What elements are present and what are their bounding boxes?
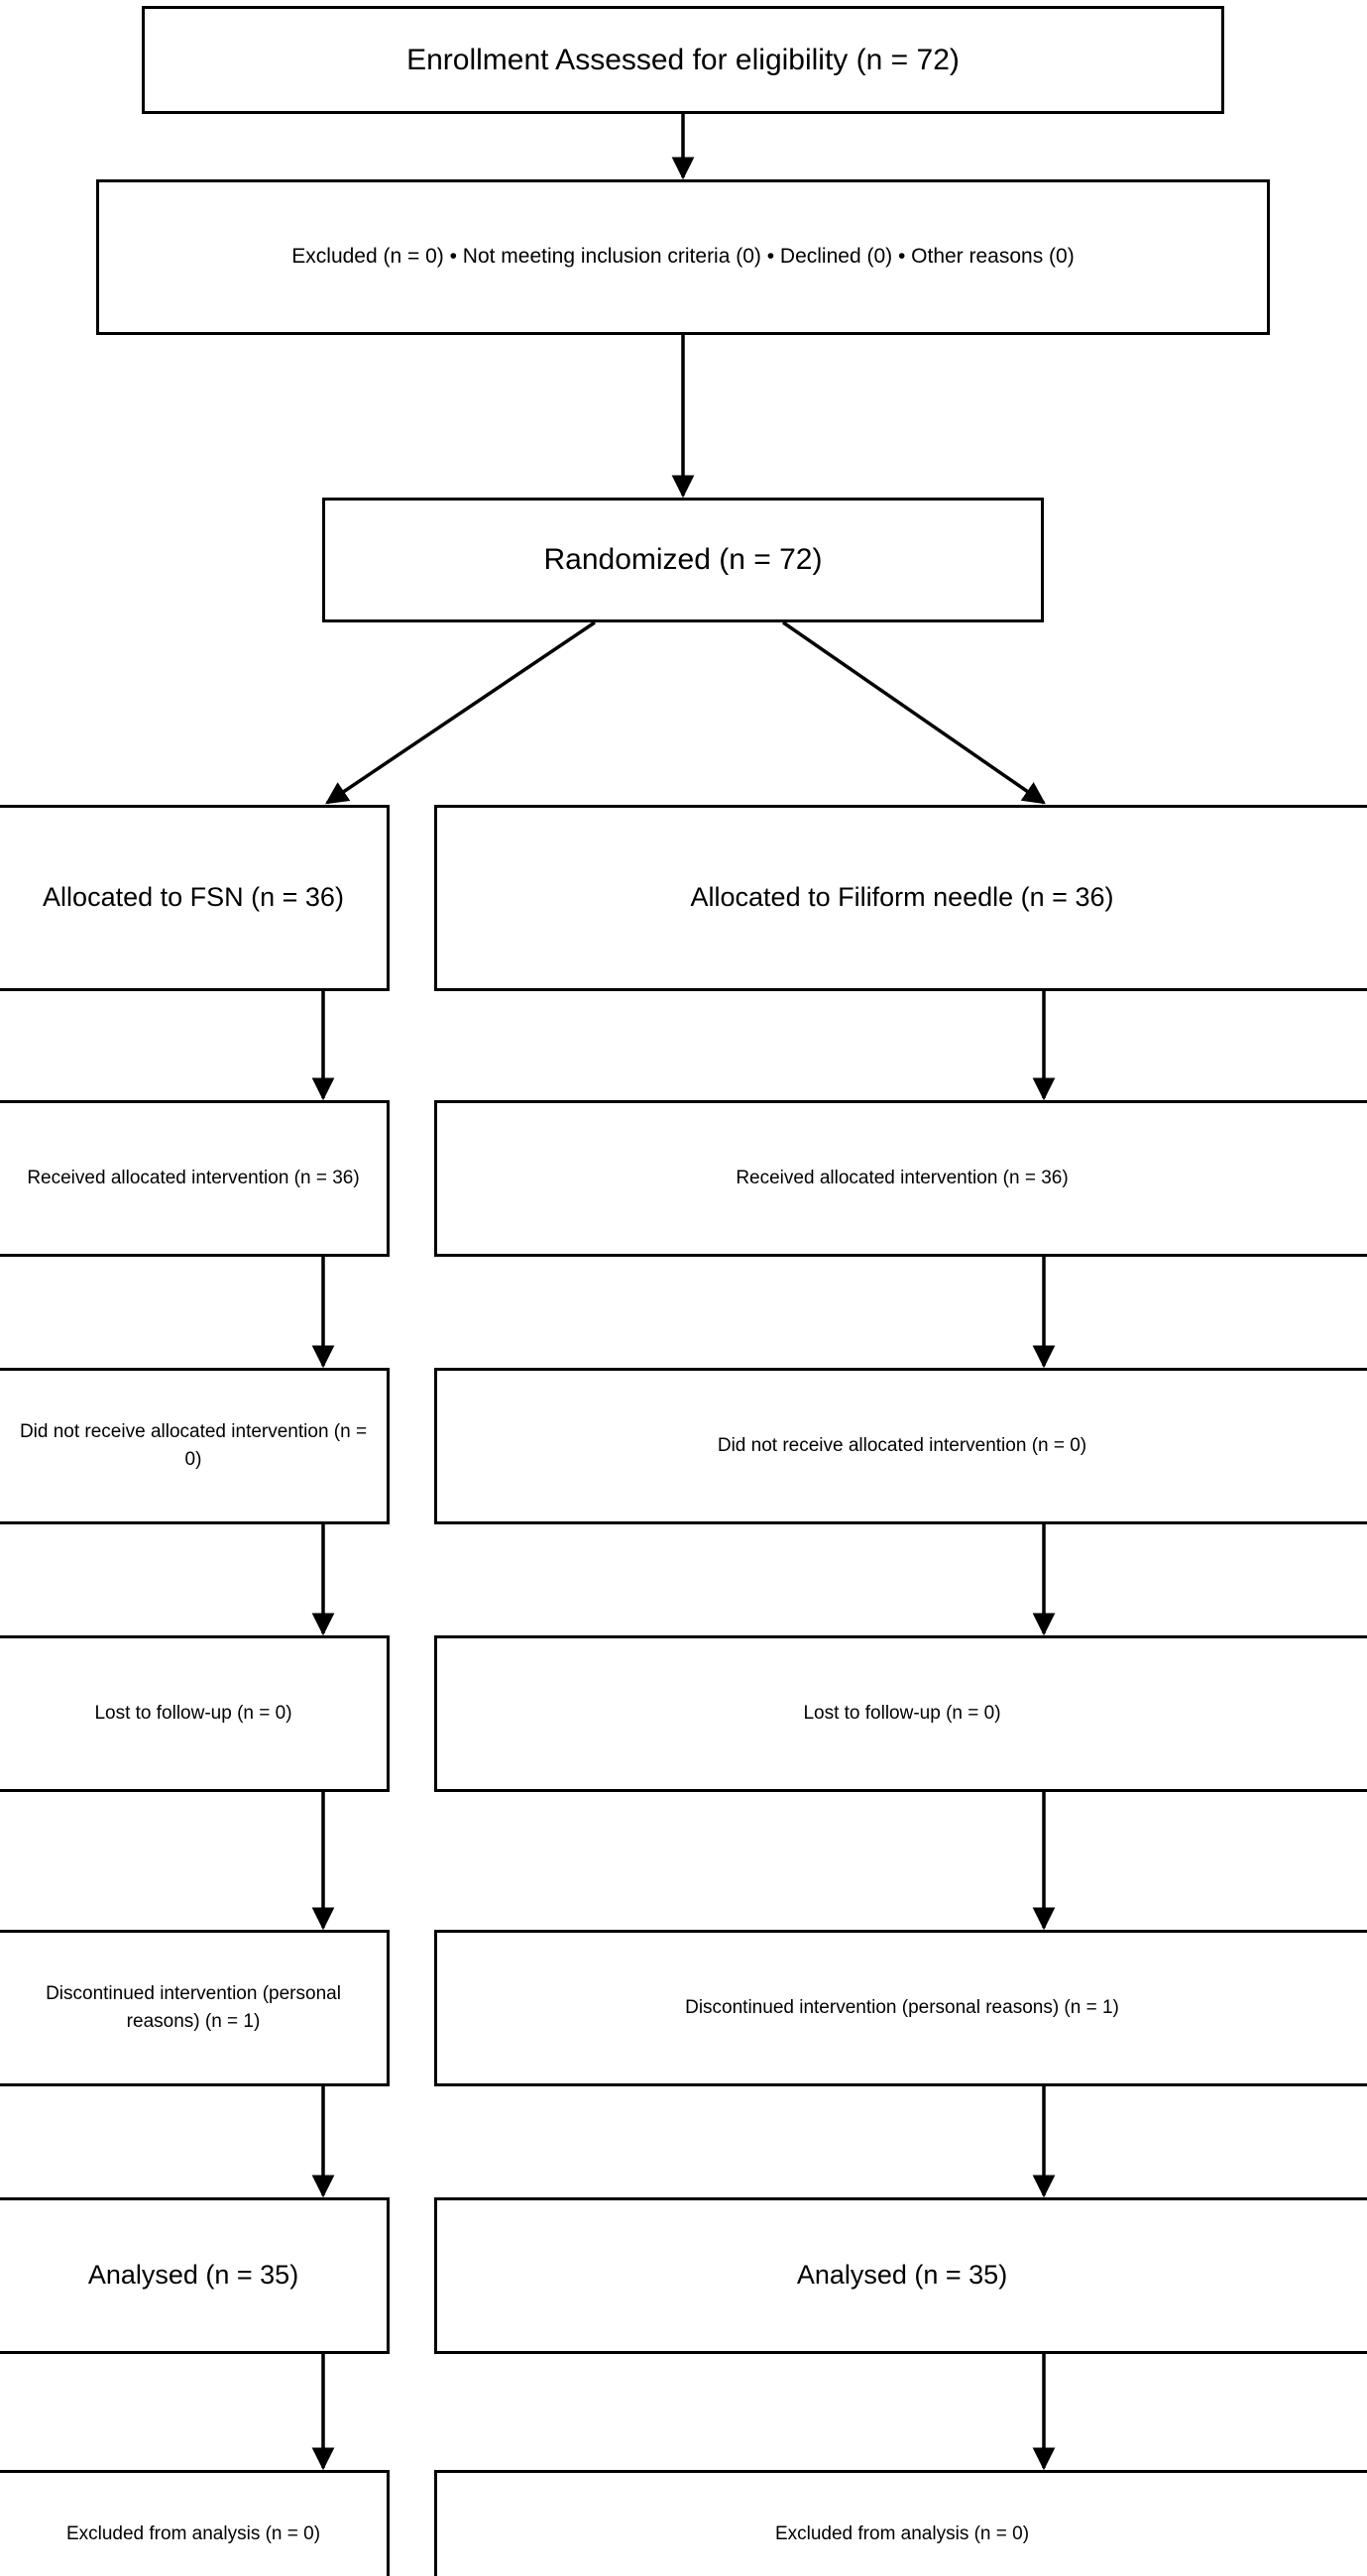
node-not-received-intervention-left[interactable]: Did not receive allocated intervention (…: [0, 1368, 390, 1524]
node-allocated-filiform-needle[interactable]: Allocated to Filiform needle (n = 36): [434, 805, 1367, 991]
node-discontinued-intervention-right[interactable]: Discontinued intervention (personal reas…: [434, 1930, 1367, 2086]
node-analysed-left[interactable]: Analysed (n = 35): [0, 2197, 390, 2354]
node-not-received-intervention-right-label: Did not receive allocated intervention (…: [717, 1435, 1087, 1457]
node-received-intervention-right-label: Received allocated intervention (n = 36): [736, 1168, 1069, 1189]
node-lost-followup-right[interactable]: Lost to follow-up (n = 0): [434, 1635, 1367, 1792]
node-received-intervention-right[interactable]: Received allocated intervention (n = 36): [434, 1100, 1367, 1257]
connector-randomized-alloc-left: [325, 620, 596, 805]
node-randomized[interactable]: Randomized (n = 72): [322, 498, 1044, 622]
node-randomized-label: Randomized (n = 72): [543, 543, 823, 577]
node-allocated-filiform-needle-label: Allocated to Filiform needle (n = 36): [690, 882, 1114, 913]
node-excluded[interactable]: Excluded (n = 0) • Not meeting inclusion…: [96, 179, 1270, 335]
connector-randomized-alloc-right: [782, 620, 1046, 805]
node-discontinued-intervention-left[interactable]: Discontinued intervention (personal reas…: [0, 1930, 390, 2086]
node-not-received-intervention-left-label: Did not receive allocated intervention (…: [19, 1421, 368, 1470]
node-lost-followup-right-label: Lost to follow-up (n = 0): [803, 1703, 1001, 1725]
node-discontinued-intervention-left-label: Discontinued intervention (personal reas…: [46, 1983, 341, 2032]
node-excluded-from-analysis-right-label: Excluded from analysis (n = 0): [774, 2523, 1030, 2545]
node-enrollment-label: Enrollment Assessed for eligibility (n =…: [406, 43, 960, 76]
node-received-intervention-left-label: Received allocated intervention (n = 36): [27, 1168, 360, 1189]
node-analysed-left-label: Analysed (n = 35): [87, 2260, 299, 2291]
node-lost-followup-left[interactable]: Lost to follow-up (n = 0): [0, 1635, 390, 1792]
node-allocated-fsn-label: Allocated to FSN (n = 36): [43, 882, 344, 913]
node-excluded-from-analysis-left-label: Excluded from analysis (n = 0): [65, 2523, 321, 2545]
node-lost-followup-left-label: Lost to follow-up (n = 0): [94, 1703, 292, 1725]
node-allocated-fsn[interactable]: Allocated to FSN (n = 36): [0, 805, 390, 991]
node-excluded-label: Excluded (n = 0) • Not meeting inclusion…: [291, 245, 1075, 269]
node-excluded-from-analysis-left[interactable]: Excluded from analysis (n = 0): [0, 2470, 390, 2576]
node-discontinued-intervention-right-label: Discontinued intervention (personal reas…: [685, 1997, 1119, 2019]
node-analysed-right[interactable]: Analysed (n = 35): [434, 2197, 1367, 2354]
node-excluded-from-analysis-right[interactable]: Excluded from analysis (n = 0): [434, 2470, 1367, 2576]
node-enrollment[interactable]: Enrollment Assessed for eligibility (n =…: [142, 6, 1224, 114]
node-received-intervention-left[interactable]: Received allocated intervention (n = 36): [0, 1100, 390, 1257]
node-not-received-intervention-right[interactable]: Did not receive allocated intervention (…: [434, 1368, 1367, 1524]
node-analysed-right-label: Analysed (n = 35): [796, 2260, 1008, 2291]
